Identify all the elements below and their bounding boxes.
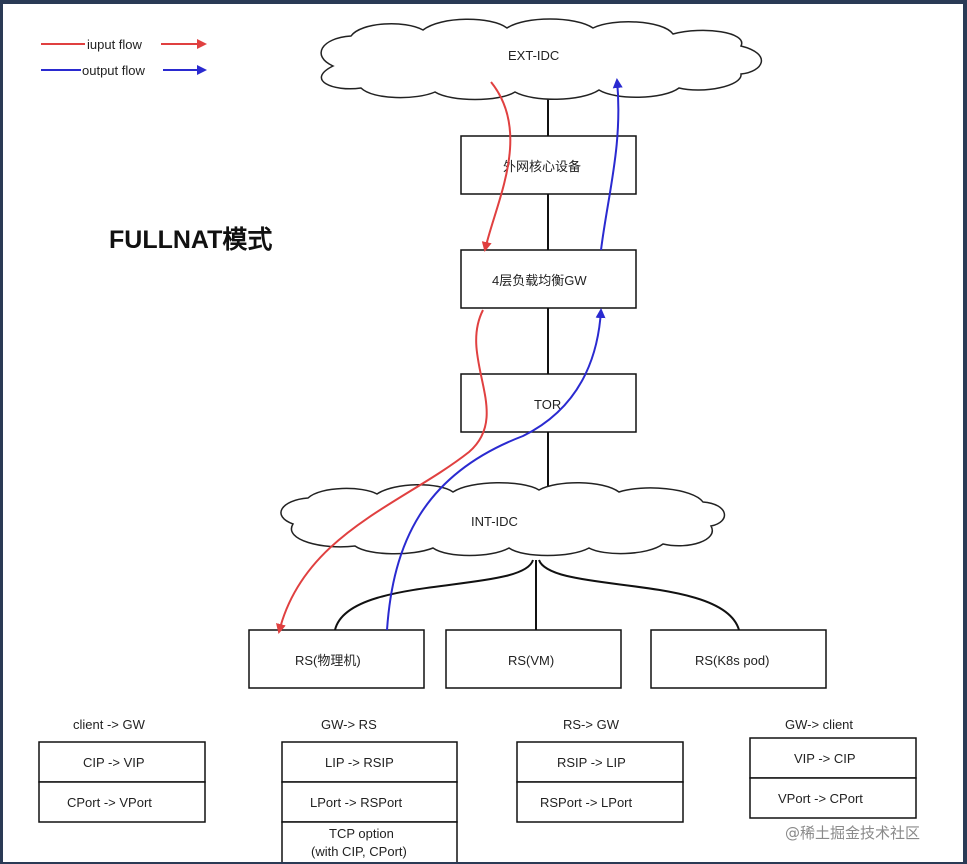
fullnat-diagram: iuput flow output flow FULLNAT模式 EXT-IDC… — [38, 18, 920, 862]
tor-label: TOR — [534, 397, 561, 412]
table-rs-to-gw: RS-> GW RSIP -> LIP RSPort -> LPort — [516, 717, 684, 823]
gateway-label: 4层负载均衡GW — [492, 273, 587, 288]
rs-physical-node: RS(物理机) — [248, 629, 425, 689]
ext-idc-label: EXT-IDC — [508, 48, 559, 63]
table-cell: LIP -> RSIP — [325, 755, 394, 770]
table-cell: VPort -> CPort — [778, 791, 863, 806]
legend: iuput flow output flow — [41, 37, 207, 78]
diagram-title: FULLNAT模式 — [109, 225, 272, 254]
output-flow-rs-to-gw — [386, 308, 606, 631]
table-cell: LPort -> RSPort — [310, 795, 403, 810]
rs-physical-label: RS(物理机) — [295, 653, 361, 668]
table-header: GW-> RS — [321, 717, 377, 732]
table-header: GW-> client — [785, 717, 853, 732]
watermark: @稀土掘金技术社区 — [785, 824, 920, 842]
ext-idc-cloud: EXT-IDC — [320, 18, 763, 101]
table-header: RS-> GW — [563, 717, 620, 732]
rs-k8s-node: RS(K8s pod) — [650, 629, 827, 689]
rs-vm-node: RS(VM) — [445, 629, 622, 689]
legend-output-label: output flow — [82, 63, 145, 78]
table-cell: (with CIP, CPort) — [311, 844, 407, 859]
table-cell: CIP -> VIP — [83, 755, 145, 770]
tor-node: TOR — [460, 373, 637, 433]
core-device-label: 外网核心设备 — [503, 159, 581, 174]
output-flow-gw-to-ext — [600, 78, 623, 251]
input-flow — [276, 81, 512, 634]
legend-input-label: iuput flow — [87, 37, 143, 52]
table-client-to-gw: client -> GW CIP -> VIP CPort -> VPort — [38, 717, 206, 823]
table-cell: TCP option — [329, 826, 394, 841]
int-idc-cloud: INT-IDC — [280, 482, 726, 557]
output-flow — [386, 78, 623, 631]
input-flow-gw-to-rs — [276, 309, 488, 634]
rs-vm-label: RS(VM) — [508, 653, 554, 668]
table-gw-to-rs: GW-> RS LIP -> RSIP LPort -> RSPort TCP … — [281, 717, 458, 862]
table-gw-to-client: GW-> client VIP -> CIP VPort -> CPort — [749, 717, 917, 819]
core-device-node: 外网核心设备 — [460, 135, 637, 195]
rs-k8s-label: RS(K8s pod) — [695, 653, 769, 668]
table-cell: RSPort -> LPort — [540, 795, 633, 810]
int-idc-label: INT-IDC — [471, 514, 518, 529]
rs-connectors — [334, 559, 740, 631]
table-cell: CPort -> VPort — [67, 795, 152, 810]
table-cell: VIP -> CIP — [794, 751, 856, 766]
input-flow-ext-to-gw — [481, 81, 512, 252]
gateway-node: 4层负载均衡GW — [460, 249, 637, 309]
diagram-canvas: iuput flow output flow FULLNAT模式 EXT-IDC… — [3, 4, 963, 862]
table-header: client -> GW — [73, 717, 146, 732]
table-cell: RSIP -> LIP — [557, 755, 626, 770]
